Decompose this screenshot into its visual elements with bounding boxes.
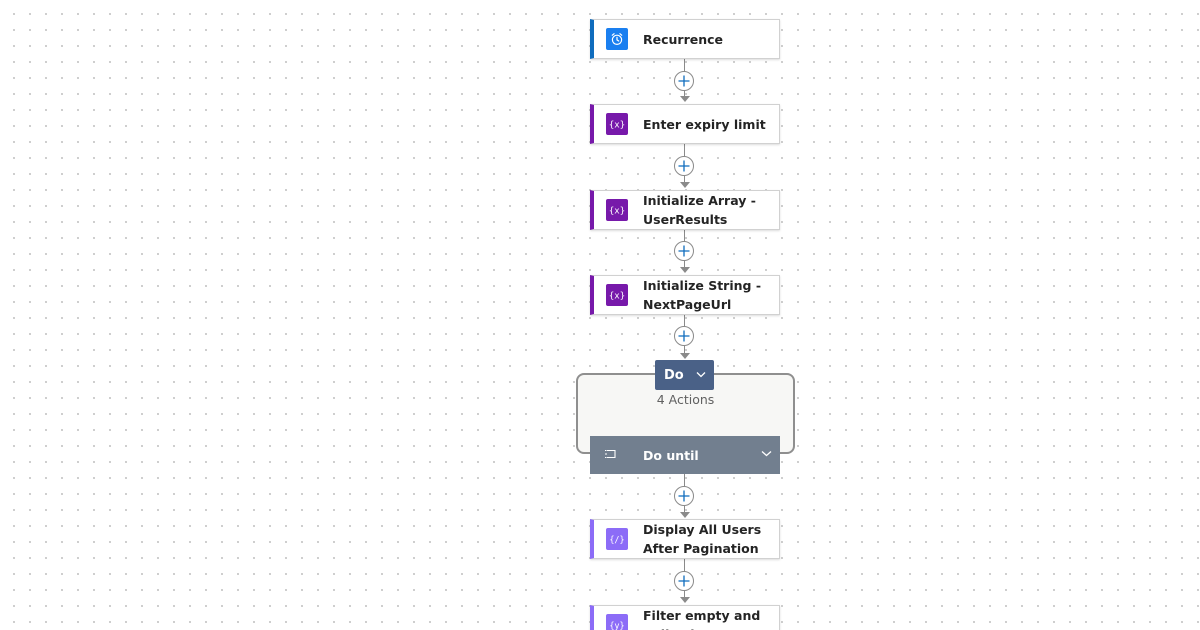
add-step-button[interactable] [674, 486, 694, 506]
step-display-all-users[interactable]: {/} Display All Users After Pagination [590, 519, 780, 559]
add-step-button[interactable] [674, 156, 694, 176]
step-label: Recurrence [643, 31, 724, 47]
connector-arrow [680, 353, 690, 359]
variable-icon: {x} [606, 284, 628, 306]
connector-arrow [680, 267, 690, 273]
add-step-button[interactable] [674, 571, 694, 591]
svg-text:{y}: {y} [609, 622, 624, 630]
do-until-step[interactable]: Do until [590, 436, 780, 474]
step-label: Initialize String - NextPageUrl [643, 278, 762, 312]
svg-text:{x}: {x} [609, 207, 625, 217]
alarm-clock-icon [606, 28, 628, 50]
step-label: Display All Users After Pagination [643, 522, 762, 556]
svg-text:{x}: {x} [609, 292, 625, 302]
svg-text:{/}: {/} [609, 536, 624, 546]
plus-icon [678, 490, 690, 502]
plus-icon [678, 575, 690, 587]
plus-icon [678, 160, 690, 172]
do-scope-tab[interactable]: Do [655, 360, 714, 390]
svg-text:{x}: {x} [609, 121, 625, 131]
connector-arrow [680, 597, 690, 603]
variable-icon: {x} [606, 199, 628, 221]
add-step-button[interactable] [674, 71, 694, 91]
add-step-button[interactable] [674, 326, 694, 346]
step-enter-expiry-limit[interactable]: {x} Enter expiry limit [590, 104, 780, 144]
step-initialize-array[interactable]: {x} Initialize Array - UserResults [590, 190, 780, 230]
step-recurrence[interactable]: Recurrence [590, 19, 780, 59]
compose-icon: {/} [606, 528, 628, 550]
step-filter-empty-null[interactable]: {y} Filter empty and null values [590, 605, 780, 630]
chevron-down-icon[interactable] [761, 450, 772, 457]
step-label: Initialize Array - UserResults [643, 193, 756, 227]
add-step-button[interactable] [674, 241, 694, 261]
scope-tab-label: Do [664, 367, 684, 383]
plus-icon [678, 75, 690, 87]
loop-icon [605, 449, 616, 459]
connector-arrow [680, 96, 690, 102]
do-until-label: Do until [643, 447, 699, 463]
plus-icon [678, 245, 690, 257]
step-initialize-string[interactable]: {x} Initialize String - NextPageUrl [590, 275, 780, 315]
connector-arrow [680, 182, 690, 188]
plus-icon [678, 330, 690, 342]
step-label: Filter empty and null values [643, 608, 761, 630]
chevron-down-icon [696, 372, 706, 378]
scope-actions-count: 4 Actions [656, 392, 715, 407]
step-label: Enter expiry limit [643, 116, 766, 132]
variable-icon: {x} [606, 113, 628, 135]
connector-arrow [680, 512, 690, 518]
compose-icon: {y} [606, 614, 628, 630]
